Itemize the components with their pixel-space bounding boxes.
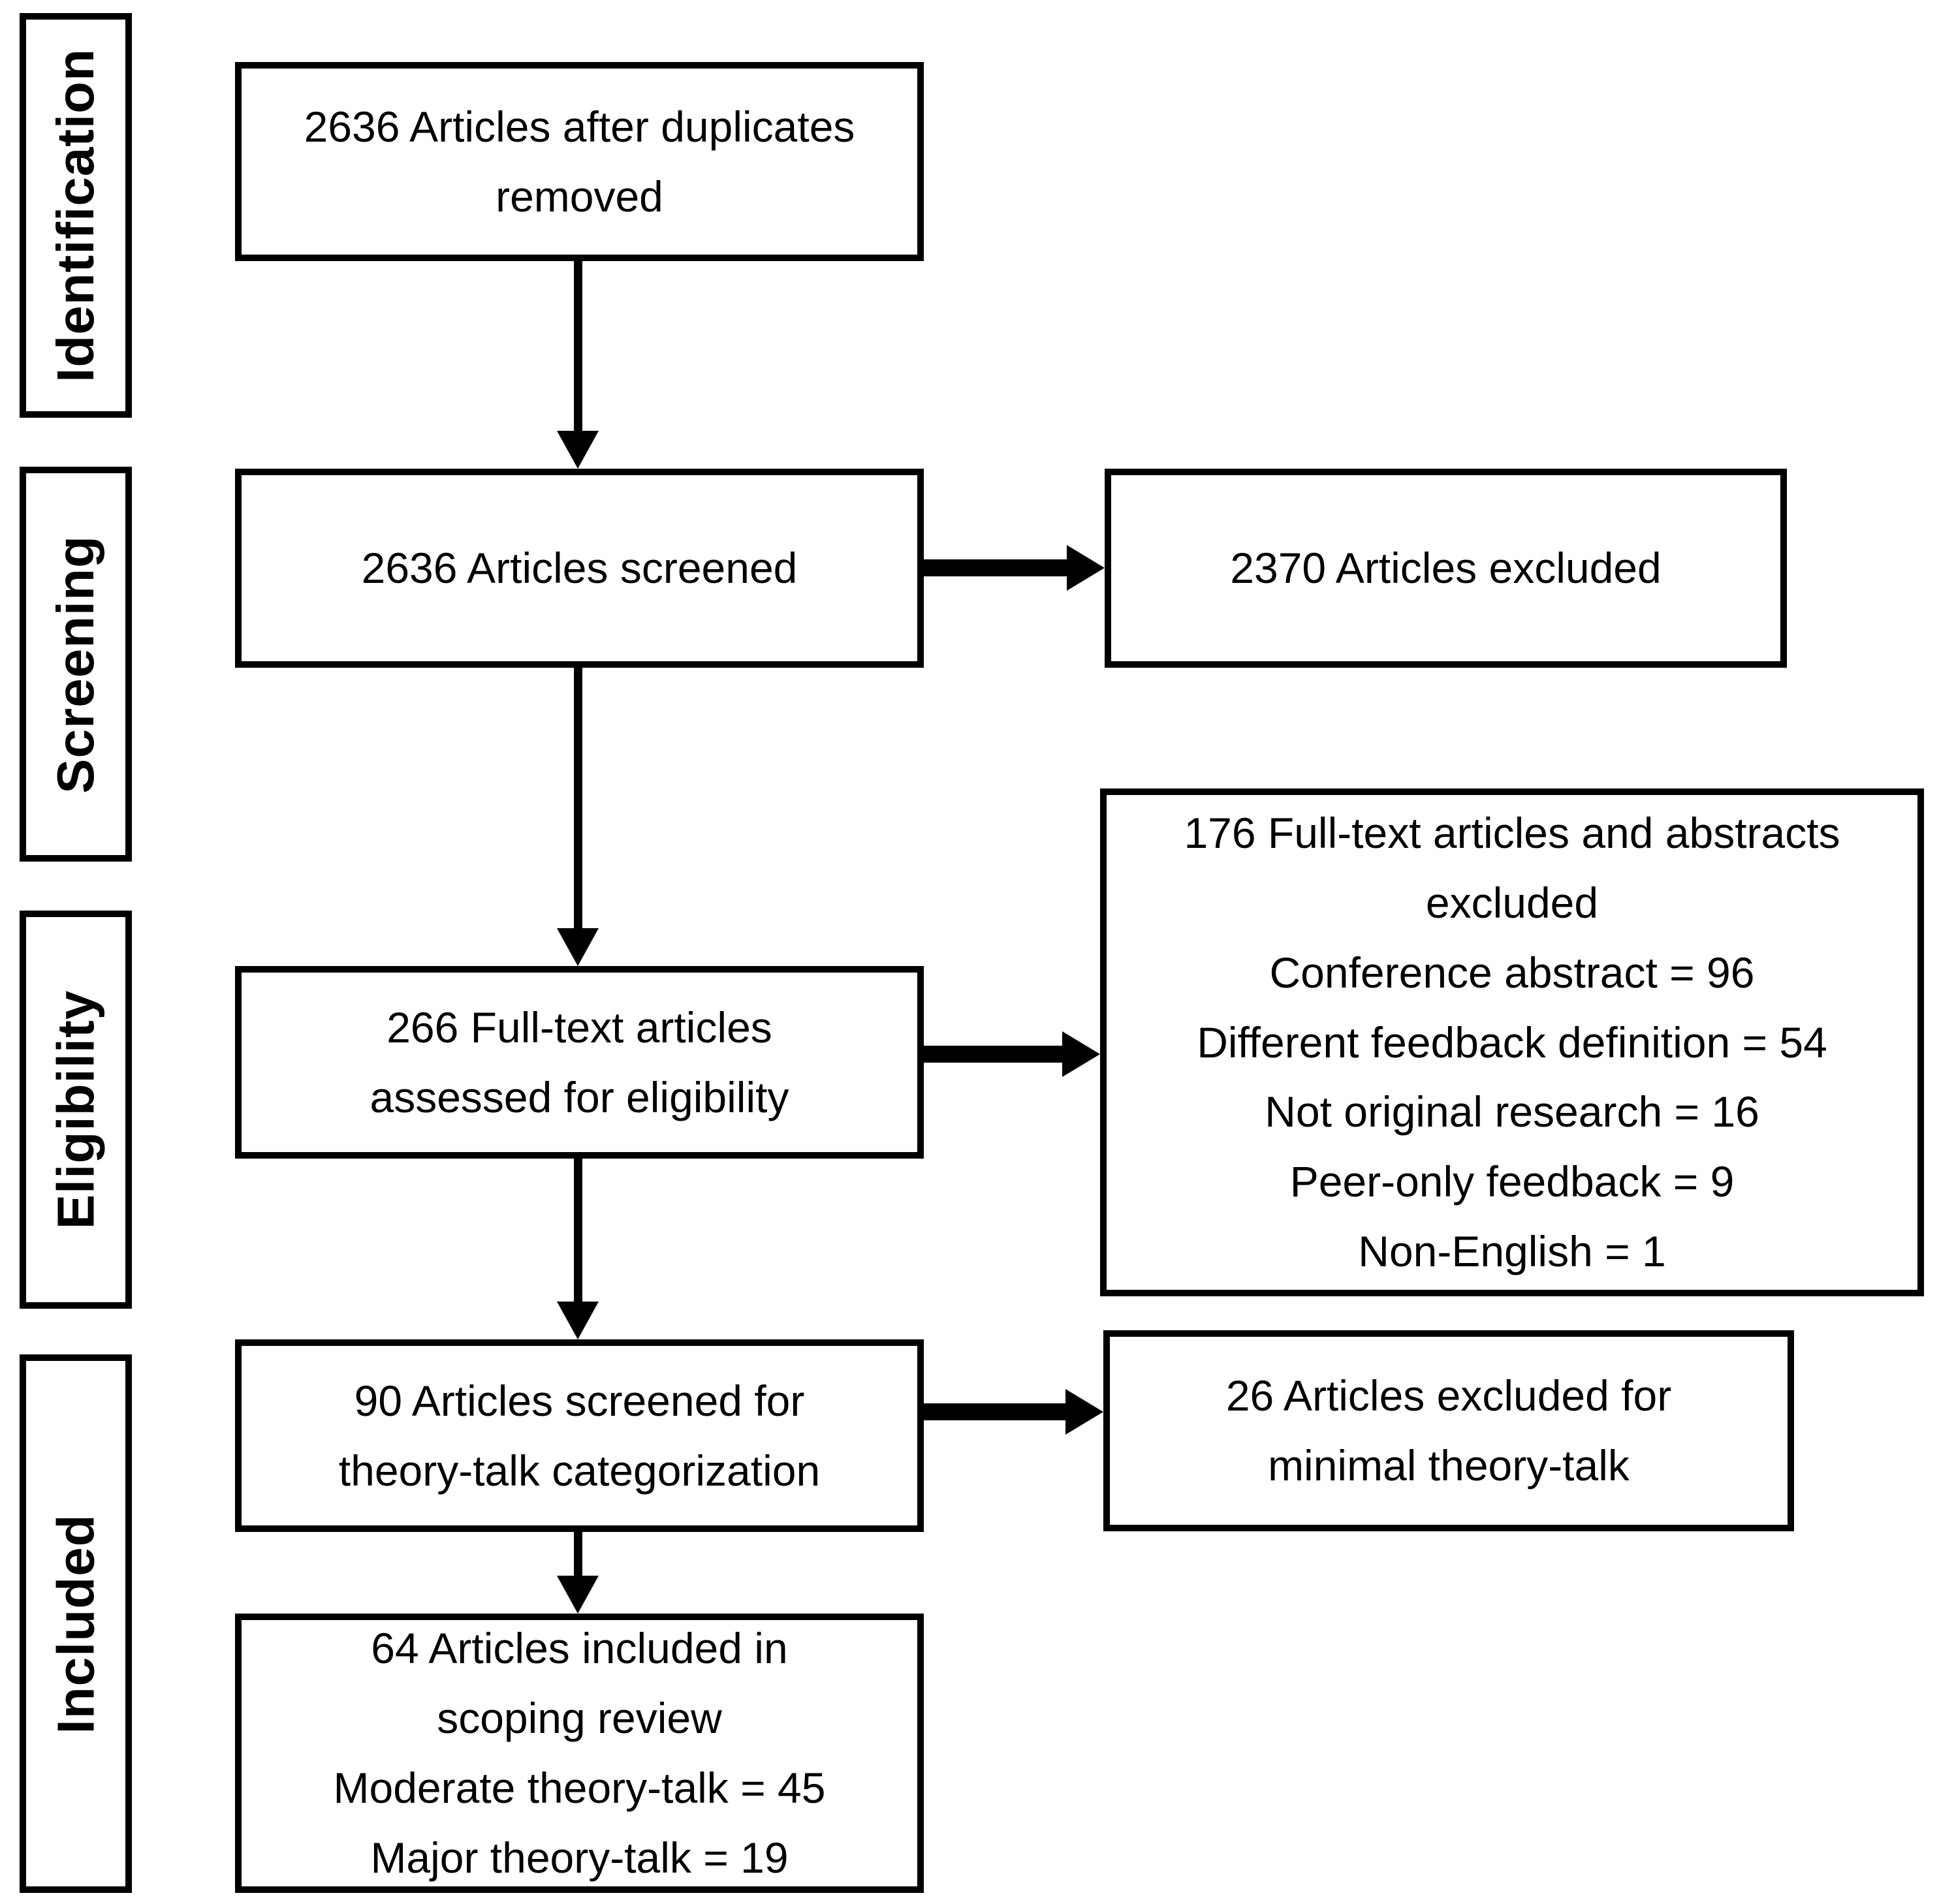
arrow-shaft: [924, 1403, 1065, 1420]
box-text-line: Non-English = 1: [1358, 1227, 1666, 1276]
box-text-line: theory-talk categorization: [338, 1446, 821, 1495]
arrow-shaft: [574, 1159, 582, 1302]
arrow-shaft: [924, 1046, 1062, 1063]
box-fulltext-assessed: 266 Full-text articles assessed for elig…: [235, 966, 924, 1159]
arrow-shaft: [574, 261, 582, 431]
box-articles-excluded: 2370 Articles excluded: [1105, 469, 1787, 668]
box-text-line: 2636 Articles screened: [361, 544, 798, 593]
box-text-line: 64 Articles included in: [371, 1624, 788, 1673]
box-text-line: scoping review: [437, 1694, 722, 1743]
box-text-line: 176 Full-text articles and abstracts: [1184, 808, 1840, 857]
box-text-line: 266 Full-text articles: [386, 1003, 772, 1052]
box-minimal-theory-talk-excluded: 26 Articles excluded for minimal theory-…: [1103, 1330, 1794, 1531]
box-articles-screened: 2636 Articles screened: [235, 469, 924, 668]
box-theory-talk-screened: 90 Articles screened for theory-talk cat…: [235, 1339, 924, 1532]
arrow-shaft: [924, 559, 1067, 576]
box-included-scoping-review: 64 Articles included in scoping review M…: [235, 1614, 924, 1893]
box-text-line: minimal theory-talk: [1268, 1441, 1630, 1490]
arrow-down-icon: [557, 431, 599, 469]
box-text-line: assessed for eligibility: [370, 1072, 789, 1121]
box-text-line: 90 Articles screened for: [354, 1376, 805, 1425]
stage-box-eligibility: Eligibility: [20, 911, 132, 1309]
box-text-line: Moderate theory-talk = 45: [333, 1764, 826, 1812]
box-text-line: Different feedback definition = 54: [1197, 1018, 1827, 1067]
stage-label-screening: Screening: [46, 535, 105, 794]
box-text-line: Conference abstract = 96: [1269, 948, 1755, 997]
box-text-line: 2636 Articles after duplicates: [304, 102, 855, 151]
arrow-right-icon: [1062, 1031, 1100, 1077]
stage-label-eligibility: Eligibility: [46, 990, 104, 1230]
arrow-right-icon: [1067, 545, 1105, 591]
box-text-line: Not original research = 16: [1265, 1087, 1759, 1136]
box-text-line: 2370 Articles excluded: [1230, 544, 1662, 593]
arrow-down-icon: [557, 1302, 599, 1339]
arrow-right-icon: [1065, 1389, 1103, 1435]
box-text-line: removed: [496, 172, 663, 221]
arrow-shaft: [574, 668, 582, 928]
box-fulltext-excluded: 176 Full-text articles and abstracts exc…: [1100, 788, 1924, 1296]
box-text-line: Major theory-talk = 19: [370, 1833, 789, 1882]
box-text-line: 26 Articles excluded for: [1225, 1371, 1672, 1420]
arrow-down-icon: [557, 928, 599, 966]
box-text-line: Peer-only feedback = 9: [1289, 1157, 1735, 1206]
arrow-shaft: [574, 1532, 582, 1576]
stage-box-identification: Identification: [20, 13, 132, 418]
stage-label-included: Included: [46, 1514, 104, 1734]
stage-box-screening: Screening: [20, 467, 132, 862]
stage-box-included: Included: [20, 1354, 132, 1893]
stage-label-identification: Identification: [46, 48, 104, 382]
box-duplicates-removed: 2636 Articles after duplicates removed: [235, 62, 924, 261]
arrow-down-icon: [557, 1576, 599, 1614]
box-text-line: excluded: [1425, 878, 1599, 927]
